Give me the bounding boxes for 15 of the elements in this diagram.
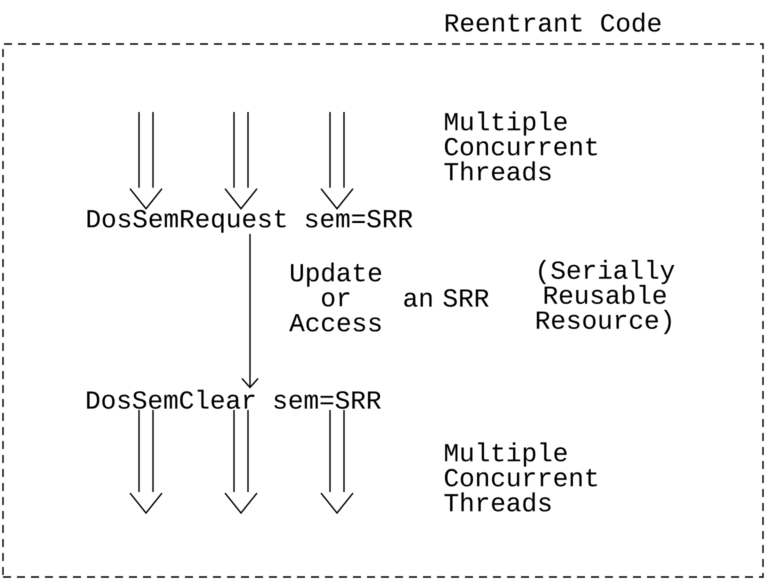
double-arrow bbox=[129, 409, 163, 514]
double-arrow bbox=[224, 111, 258, 210]
note: Multiple Concurrent Threads bbox=[444, 442, 597, 512]
call-label: DosSemRequest sem=SRR bbox=[88, 210, 412, 233]
note: Update or Access bbox=[289, 262, 382, 332]
double-arrow bbox=[320, 409, 354, 514]
double-arrow bbox=[320, 111, 354, 210]
note: Multiple Concurrent Threads bbox=[444, 111, 597, 181]
title: Reentrant Code bbox=[446, 12, 660, 32]
double-arrow bbox=[224, 409, 258, 514]
call-label: DosSemClear sem=SRR bbox=[87, 390, 381, 409]
note: an SRR bbox=[404, 289, 489, 307]
double-arrow bbox=[129, 111, 163, 210]
note: (Serially Reusable Resource) bbox=[536, 260, 674, 334]
arrow bbox=[241, 234, 259, 389]
